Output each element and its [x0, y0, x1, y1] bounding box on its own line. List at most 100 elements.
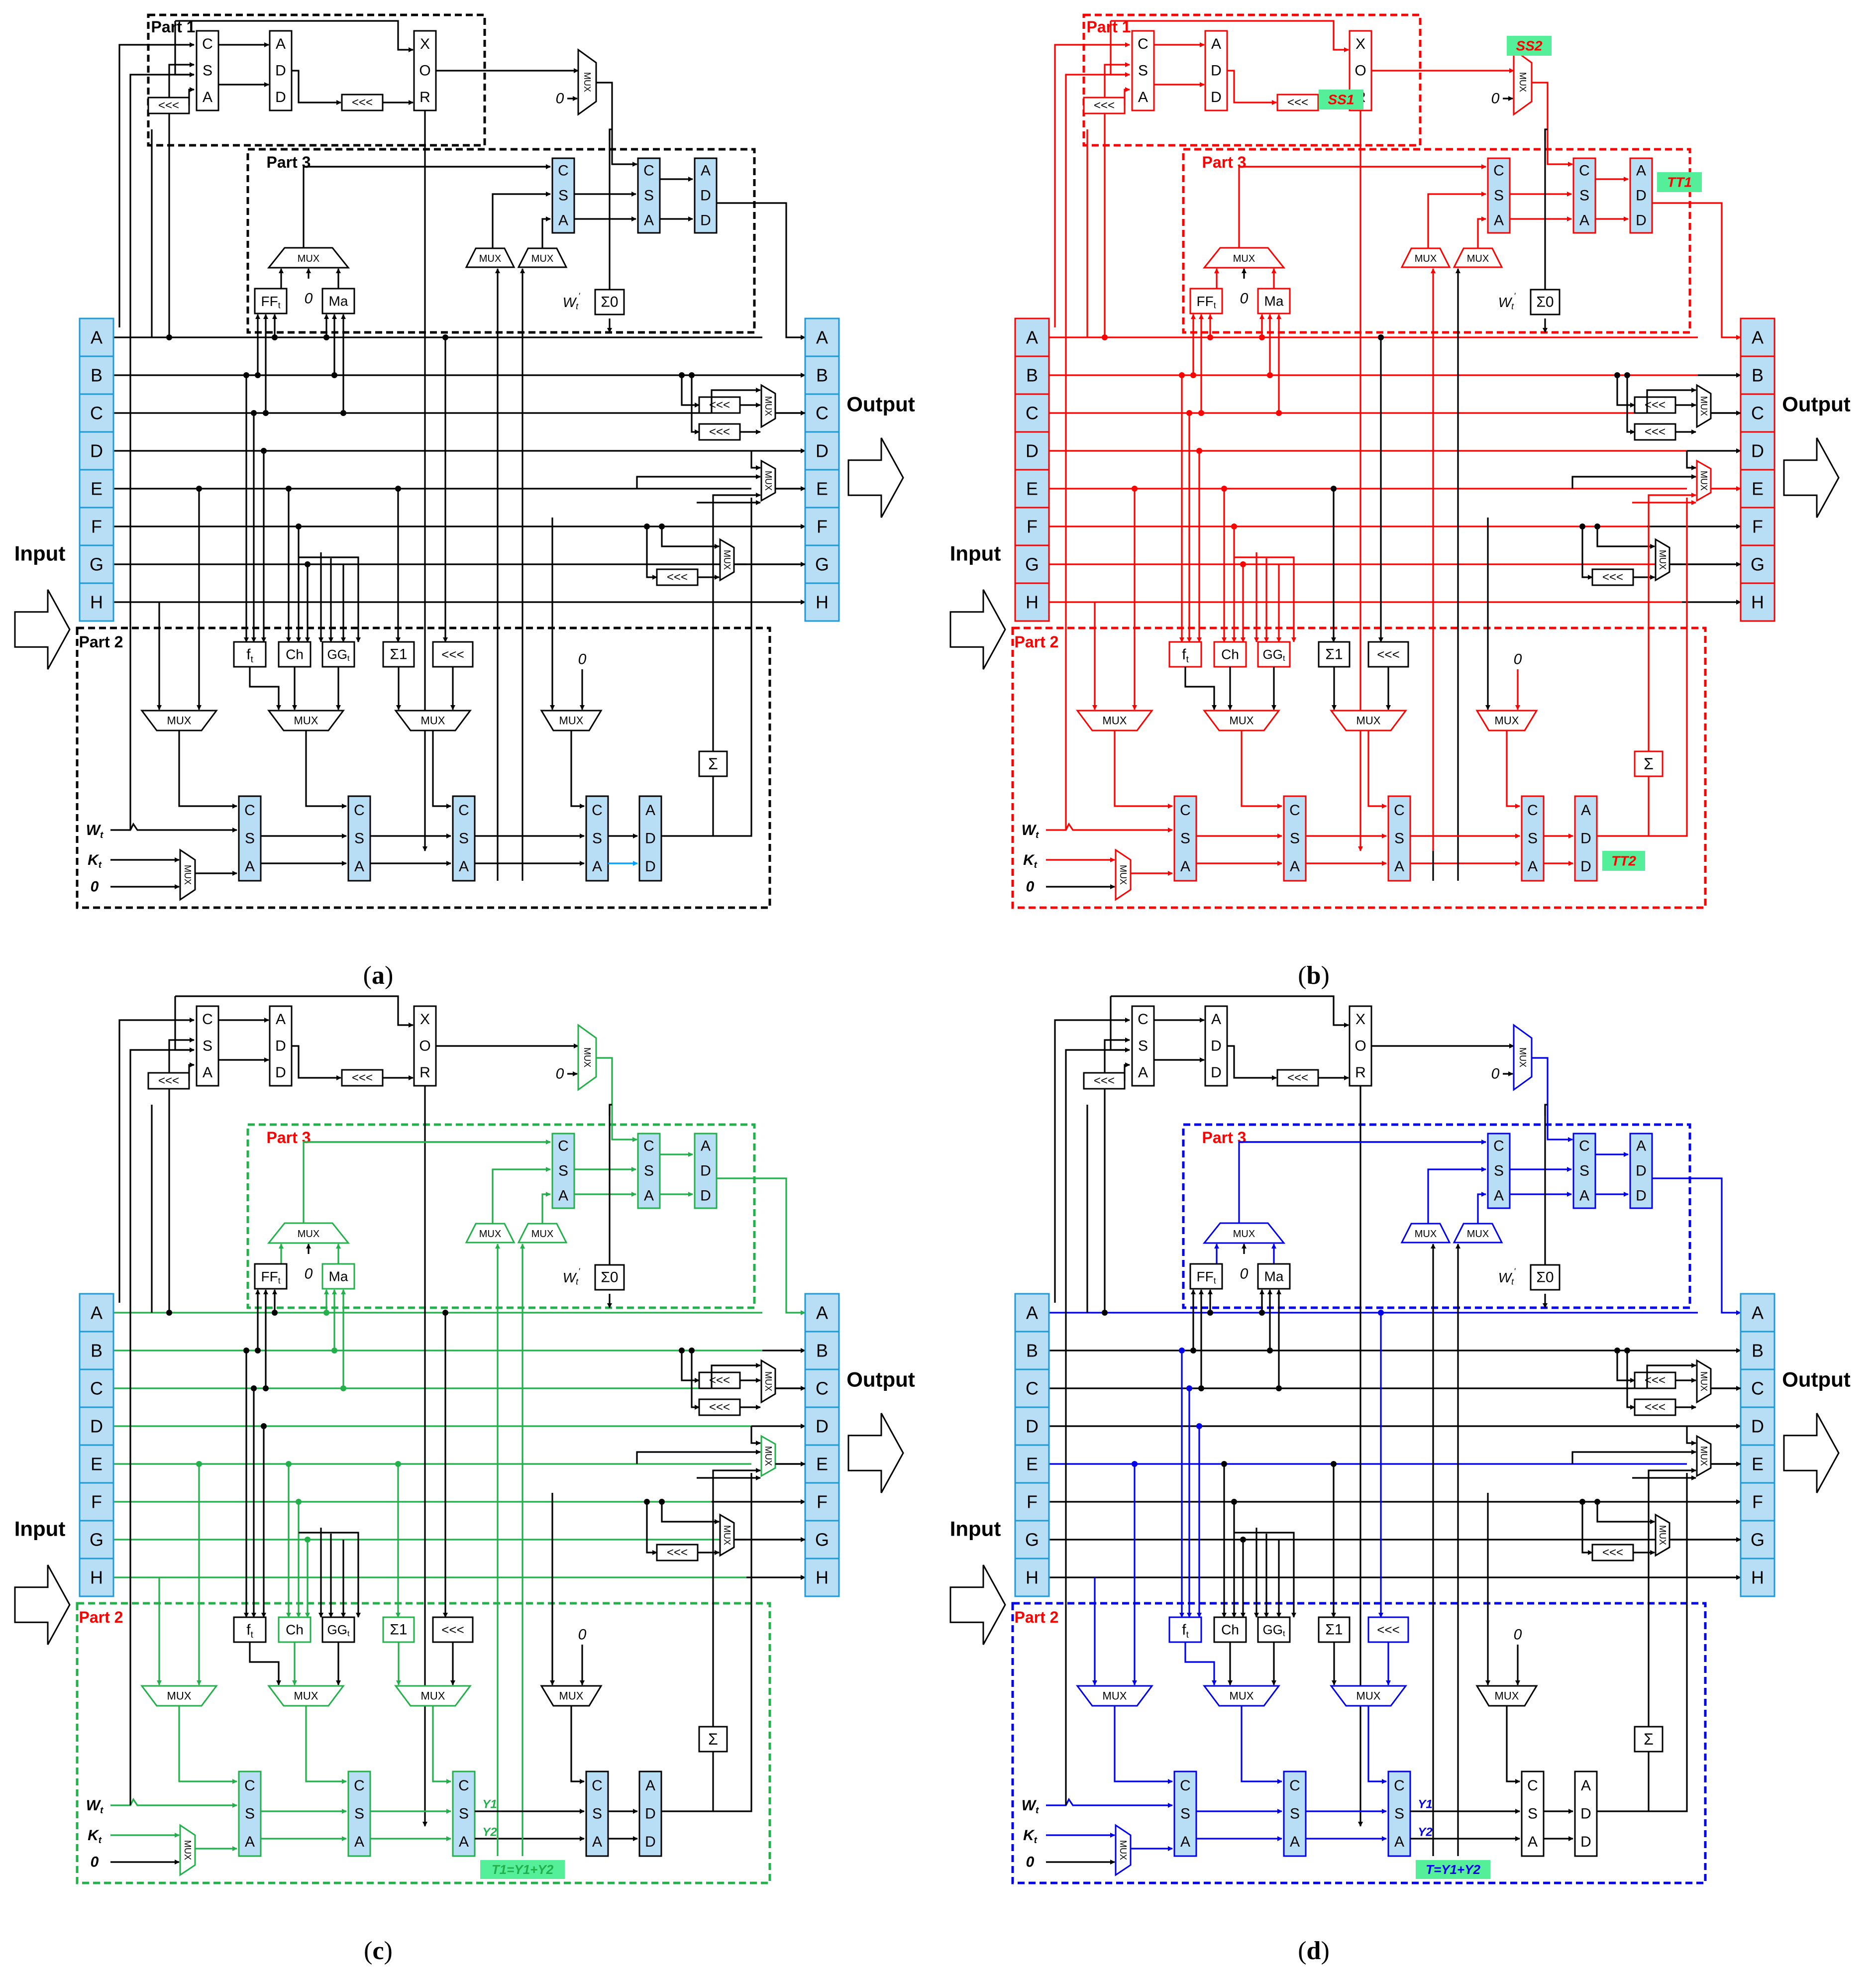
wire: [303, 1141, 550, 1224]
mux-label: MUX: [1658, 1525, 1668, 1545]
mux-shape: [1696, 1435, 1712, 1477]
ft-block: [233, 641, 267, 668]
csa-part3-1-letter: C: [1493, 163, 1504, 179]
wire: [1241, 730, 1282, 809]
mux-label: MUX: [1230, 1690, 1254, 1702]
rotate-frame: [341, 94, 384, 111]
mux-label: MUX: [763, 1446, 773, 1466]
wire: [712, 1468, 761, 1727]
wire: [1367, 730, 1387, 809]
input-register-label: A: [1026, 327, 1038, 348]
mux-shape: [140, 710, 218, 731]
junction-dot: [251, 1385, 257, 1391]
input-register-E: [79, 1444, 114, 1484]
csa-part1-letter: S: [1138, 1038, 1148, 1054]
junction-dot: [1579, 1499, 1585, 1505]
ch-block: [278, 1616, 312, 1643]
csa-part2-3: CSA: [1387, 795, 1411, 882]
wire: [1597, 776, 1650, 837]
mux-output-e: MUX: [1696, 1435, 1712, 1477]
output-register-F: [804, 1482, 840, 1522]
tag-t: [1416, 1860, 1490, 1879]
csa-part1-letter: S: [1138, 63, 1148, 79]
mux-part2-2: MUX: [1203, 1685, 1280, 1707]
output-register-E: [1740, 1444, 1775, 1484]
junction-dot: [644, 1499, 650, 1505]
output-register-F: [1740, 1482, 1775, 1522]
mux-label: MUX: [531, 1229, 553, 1240]
tag-tt1: [1657, 172, 1702, 192]
output-register-label: B: [1752, 365, 1764, 386]
input-register-G: [1014, 1520, 1050, 1560]
output-register-label: F: [817, 517, 828, 537]
junction-dot: [1624, 1348, 1630, 1353]
mux-shape: [1400, 247, 1451, 268]
sigma1-block: [1318, 641, 1351, 668]
mux-output-e: MUX: [760, 459, 776, 502]
mux-shape: [267, 710, 345, 731]
wire: [188, 1062, 195, 1081]
csa-part2-2-letter: A: [354, 858, 364, 875]
sigma1-block: [382, 1616, 415, 1643]
wire: [691, 375, 700, 434]
rotate-label-part2: <<<: [441, 1622, 464, 1637]
xor-part1: XOR: [1349, 1005, 1372, 1087]
junction-dot: [644, 523, 650, 529]
wire: [1616, 375, 1635, 408]
rotate-frame: [1634, 1398, 1676, 1416]
input-register-D: [79, 1406, 114, 1446]
csa-part2-4-letter: A: [592, 1834, 602, 1850]
csa-part1-letter: S: [203, 63, 212, 79]
input-register-F: [79, 507, 114, 546]
output-label: Output: [1782, 393, 1851, 416]
part1-frame: [147, 13, 486, 147]
mux-shape: [465, 247, 516, 268]
wire: [110, 1797, 237, 1808]
wire: [188, 87, 195, 105]
mux-part2-kt: MUX: [179, 848, 196, 901]
mux-part2-2: MUX: [267, 1685, 345, 1707]
wire: [1110, 996, 1130, 1052]
input-register-label: A: [91, 327, 103, 348]
gg-label: GGt: [1263, 647, 1285, 663]
kt-label: Kt: [1023, 852, 1038, 870]
wt-label: Wt: [86, 1797, 104, 1815]
mux-label: MUX: [722, 550, 732, 570]
mux-shape: [760, 459, 776, 502]
output-register-C: [1740, 1368, 1775, 1408]
input-register-label: B: [91, 365, 103, 386]
csa-part2-2-frame: [347, 795, 371, 882]
ch-label: Ch: [1221, 1622, 1239, 1638]
tag-tt1-label: TT1: [1667, 175, 1692, 190]
y2-label: Y2: [482, 1826, 497, 1839]
y1-label: Y1: [1418, 1798, 1432, 1811]
rotate-label: <<<: [1287, 1071, 1308, 1085]
csa-part2-1-letter: A: [1180, 858, 1190, 875]
junction-dot: [196, 1461, 202, 1467]
add-part3-letter: D: [1636, 1163, 1647, 1179]
mux-label: MUX: [1415, 1229, 1437, 1240]
csa-part2-1-letter: A: [245, 858, 255, 875]
tag-ss1: [1319, 90, 1363, 109]
rotate-frame: [1276, 94, 1319, 111]
rotate-label: <<<: [1602, 1546, 1623, 1560]
wire: [1544, 128, 1548, 140]
csa-part2-2-frame: [1283, 795, 1307, 882]
mux-part2-kt: MUX: [1115, 848, 1132, 901]
add-part3: ADD: [694, 1133, 718, 1209]
mux-output-c: MUX: [1696, 384, 1712, 428]
add-part1-frame: [1204, 30, 1228, 111]
input-register-label: C: [1026, 1378, 1039, 1399]
xor-part1: XOR: [413, 30, 437, 111]
wire: [1596, 1502, 1655, 1524]
ch-block: [1213, 1616, 1247, 1643]
junction-dot: [255, 372, 261, 378]
tag-tt2: [1602, 851, 1645, 871]
csa-part3-1-letter: S: [1494, 1163, 1504, 1179]
add-part1-letter: D: [1211, 1064, 1222, 1081]
add-part1-letter: A: [1211, 36, 1221, 52]
mux-shape: [465, 1223, 516, 1244]
add-part2-letter: A: [645, 802, 655, 819]
wire: [432, 730, 451, 809]
mux-part1-out: MUX: [577, 48, 597, 116]
